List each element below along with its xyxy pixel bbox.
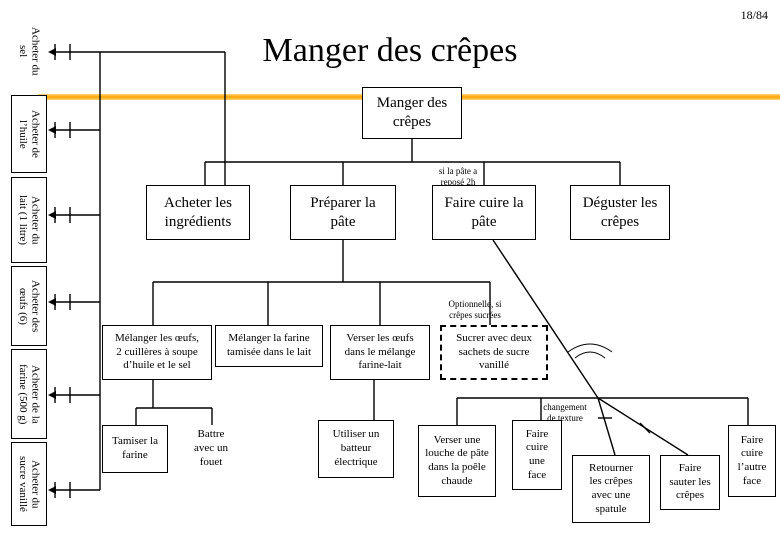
step-label: Verser une louche de pâte dans la poêle … xyxy=(425,433,489,487)
step-label: Utiliser un batteur électrique xyxy=(332,428,380,468)
note-dough-rested: si la pâte a reposé 2h xyxy=(438,166,478,187)
node-buy-ingredients: Acheter les ingrédients xyxy=(146,185,250,240)
step-label: Battre avec un fouet xyxy=(194,428,228,468)
side-item-label: Acheter de l’huile xyxy=(17,110,42,158)
step-cook-one-side: Faire cuire une face xyxy=(512,420,562,490)
side-item-label: Acheter de la farine (500 g) xyxy=(17,363,42,425)
slide-title: Manger des crêpes xyxy=(262,32,518,69)
node-cook-dough: Faire cuire la pâte xyxy=(432,185,536,240)
page-number: 18/84 xyxy=(740,8,768,22)
side-item-salt: Acheter du sel xyxy=(11,10,47,92)
side-item-flour: Acheter de la farine (500 g) xyxy=(11,349,47,439)
node-label: Déguster les crêpes xyxy=(582,194,658,230)
note-texture-change: changement de texture xyxy=(543,402,587,423)
step-pour-ladle: Verser une louche de pâte dans la poêle … xyxy=(418,425,496,497)
step-add-vanilla-sugar: Sucrer avec deux sachets de sucre vanill… xyxy=(440,325,548,380)
step-mix-flour-milk: Mélanger la farine tamisée dans le lait xyxy=(215,325,323,367)
node-label: Faire cuire la pâte xyxy=(444,194,524,230)
side-item-label: Acheter du sucre vanillé xyxy=(17,456,42,512)
step-mix-eggs-oil-salt: Mélanger les œufs, 2 cuillères à soupe d… xyxy=(102,325,212,380)
side-item-label: Acheter des œufs (6) xyxy=(17,279,42,333)
root-node-label: Manger des crêpes xyxy=(376,95,448,130)
step-label: Tamiser la farine xyxy=(112,435,158,461)
node-label: Préparer la pâte xyxy=(310,194,376,230)
step-flip-spatula: Retourner les crêpes avec une spatule xyxy=(572,455,650,523)
side-item-vanilla-sugar: Acheter du sucre vanillé xyxy=(11,442,47,526)
side-item-milk: Acheter du lait (1 litre) xyxy=(11,177,47,263)
node-prepare-dough: Préparer la pâte xyxy=(290,185,396,240)
step-cook-other-side: Faire cuire l’autre face xyxy=(728,425,776,497)
node-eat-crepes: Déguster les crêpes xyxy=(570,185,670,240)
step-label: Mélanger la farine tamisée dans le lait xyxy=(227,332,311,358)
step-label: Verser les œufs dans le mélange farine-l… xyxy=(344,331,416,372)
step-electric-mixer: Utiliser un batteur électrique xyxy=(318,420,394,478)
step-beat-whisk: Battre avec un fouet xyxy=(175,425,247,473)
step-label: Retourner les crêpes avec une spatule xyxy=(589,461,633,515)
step-label: Faire cuire l’autre face xyxy=(737,433,767,487)
note-optional: Optionnelle, si crêpes sucrées xyxy=(448,299,502,320)
node-label: Acheter les ingrédients xyxy=(164,194,232,230)
side-item-label: Acheter du sel xyxy=(17,26,42,76)
side-item-label: Acheter du lait (1 litre) xyxy=(17,194,42,246)
step-label: Faire sauter les crêpes xyxy=(669,461,711,502)
step-pour-eggs: Verser les œufs dans le mélange farine-l… xyxy=(330,325,430,380)
step-label: Mélanger les œufs, 2 cuillères à soupe d… xyxy=(114,331,199,372)
root-node: Manger des crêpes xyxy=(362,87,462,139)
step-label: Sucrer avec deux sachets de sucre vanill… xyxy=(456,331,532,372)
side-item-oil: Acheter de l’huile xyxy=(11,95,47,173)
side-item-eggs: Acheter des œufs (6) xyxy=(11,266,47,346)
step-label: Faire cuire une face xyxy=(525,427,549,481)
step-sift-flour: Tamiser la farine xyxy=(102,425,168,473)
step-toss-crepes: Faire sauter les crêpes xyxy=(660,455,720,510)
